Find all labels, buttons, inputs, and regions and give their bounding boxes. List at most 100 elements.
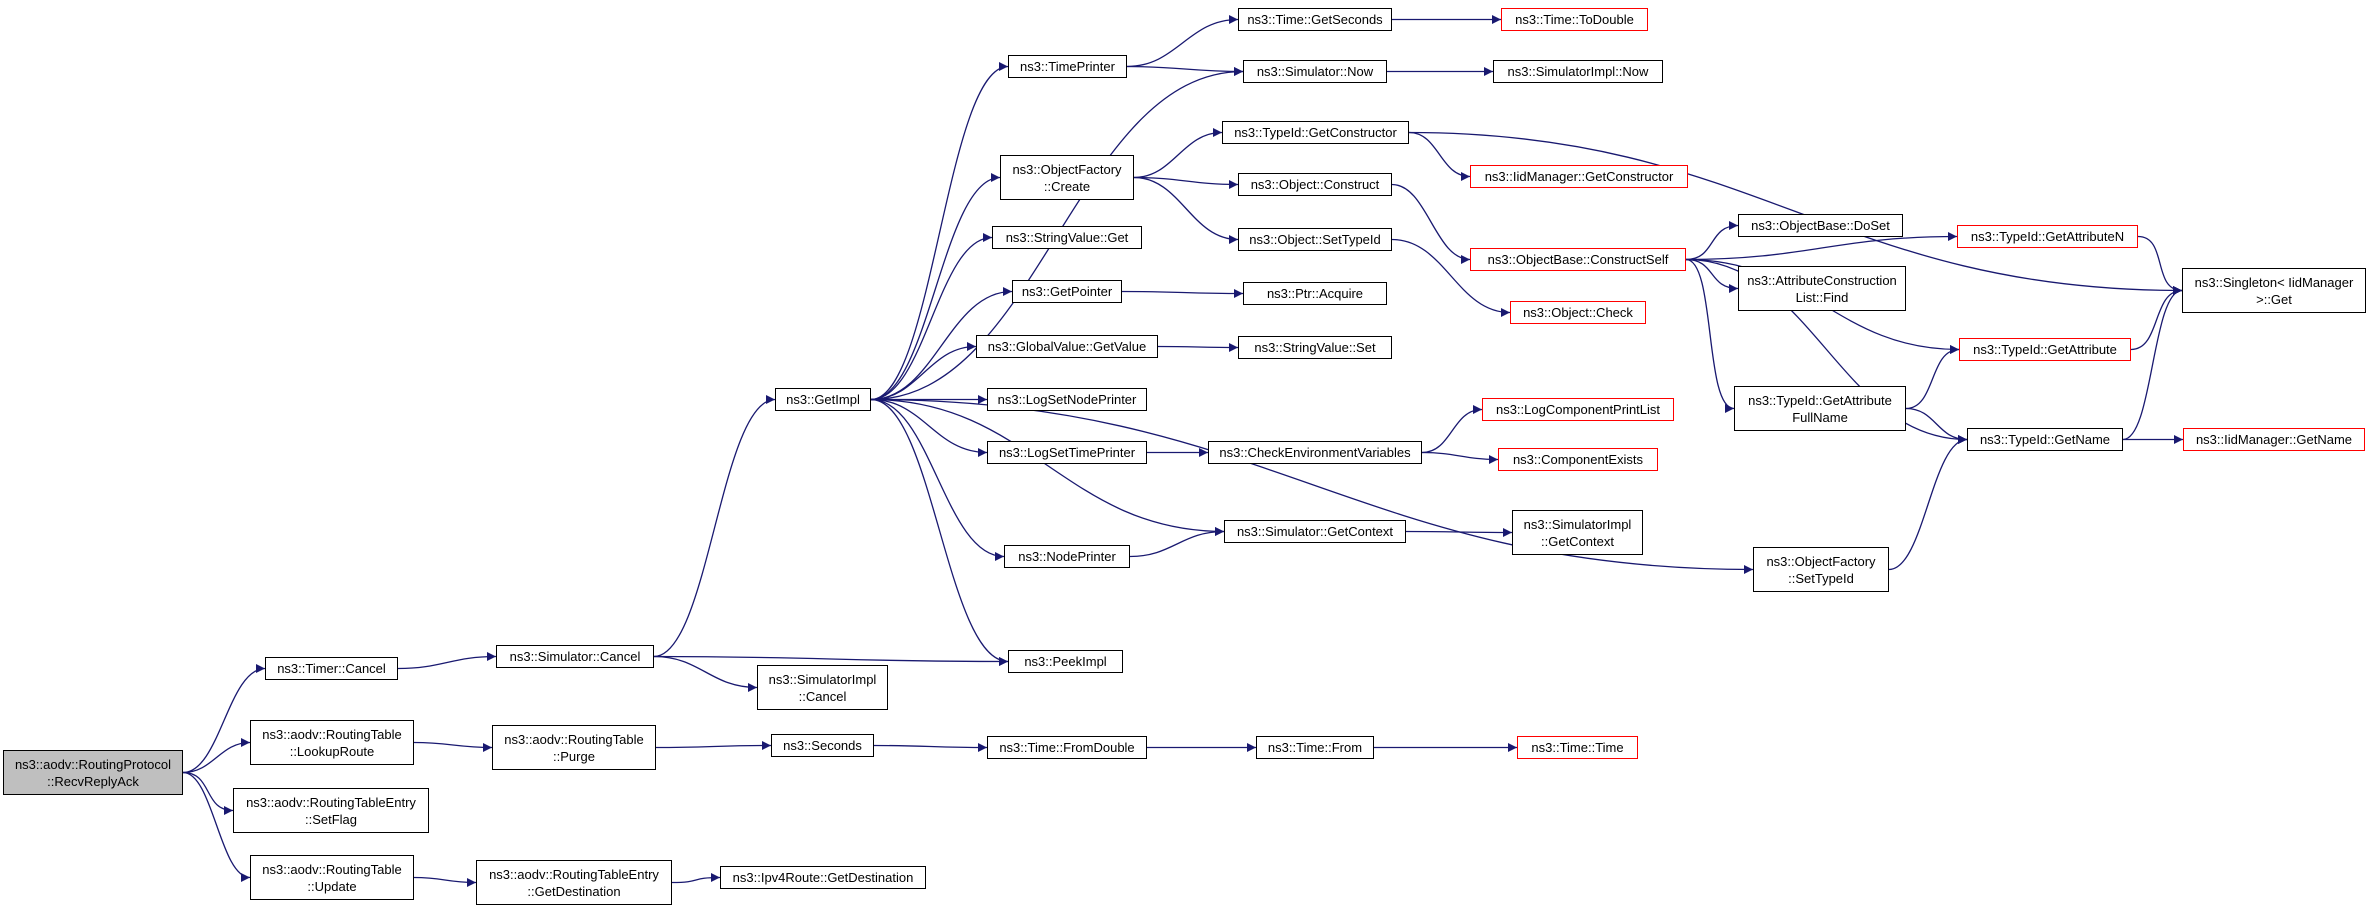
node-setflag[interactable]: ns3::aodv::RoutingTableEntry::SetFlag bbox=[233, 788, 429, 833]
node-peekimpl[interactable]: ns3::PeekImpl bbox=[1008, 650, 1123, 673]
node-object-construct[interactable]: ns3::Object::Construct bbox=[1238, 173, 1392, 196]
node-simimpl-now[interactable]: ns3::SimulatorImpl::Now bbox=[1493, 60, 1663, 83]
node-logcomponentprintlist[interactable]: ns3::LogComponentPrintList bbox=[1482, 398, 1674, 421]
node-label: ns3::Simulator::Now bbox=[1256, 64, 1374, 79]
edge-getimpl-to-peekimpl bbox=[870, 398, 1009, 666]
edge-getimpl-to-stringvalue_get bbox=[870, 233, 993, 401]
node-label: ns3::AttributeConstruction bbox=[1747, 272, 1897, 288]
node-time-time[interactable]: ns3::Time::Time bbox=[1517, 736, 1638, 759]
node-simimpl-getcontext[interactable]: ns3::SimulatorImpl::GetContext bbox=[1512, 510, 1643, 555]
edge-typeid_getattributen-to-singleton_get bbox=[2137, 235, 2183, 295]
node-label: ::SetFlag bbox=[304, 811, 358, 827]
node-label: ::Update bbox=[307, 878, 357, 894]
edge-typeid_getconstructor-to-singleton_get bbox=[1408, 131, 2183, 295]
node-label: ns3::NodePrinter bbox=[1018, 549, 1116, 564]
node-label: ns3::TypeId::GetName bbox=[1979, 432, 2111, 447]
node-label: ns3::aodv::RoutingTable bbox=[262, 861, 402, 877]
edge-root-to-update bbox=[182, 771, 251, 882]
node-label: ns3::GlobalValue::GetValue bbox=[987, 339, 1147, 354]
node-label: ns3::IidManager::GetName bbox=[2195, 432, 2353, 447]
edge-getimpl-to-logsettimeprinter bbox=[870, 398, 988, 457]
node-object-settypeid[interactable]: ns3::Object::SetTypeId bbox=[1238, 228, 1392, 251]
node-ipv4dest[interactable]: ns3::Ipv4Route::GetDestination bbox=[720, 866, 926, 889]
node-update[interactable]: ns3::aodv::RoutingTable::Update bbox=[250, 855, 414, 900]
node-stringvalue-set[interactable]: ns3::StringValue::Set bbox=[1238, 336, 1392, 359]
edge-globalvalue_getvalue-to-stringvalue_set bbox=[1157, 342, 1239, 352]
node-label: ns3::LogSetNodePrinter bbox=[997, 392, 1137, 407]
node-nodeprinter[interactable]: ns3::NodePrinter bbox=[1004, 545, 1130, 568]
node-label: ns3::SimulatorImpl bbox=[768, 671, 877, 687]
node-label: ns3::StringValue::Get bbox=[1005, 230, 1129, 245]
node-seconds[interactable]: ns3::Seconds bbox=[771, 734, 874, 757]
node-simulator-getcontext[interactable]: ns3::Simulator::GetContext bbox=[1224, 520, 1406, 543]
node-logsettimeprinter[interactable]: ns3::LogSetTimePrinter bbox=[987, 441, 1147, 464]
node-label: >::Get bbox=[2256, 291, 2292, 307]
edge-timer_cancel-to-sim_cancel bbox=[397, 652, 497, 670]
edge-getimpl-to-objfactory_create bbox=[870, 173, 1001, 401]
node-getpointer[interactable]: ns3::GetPointer bbox=[1012, 280, 1122, 303]
node-simulator-now[interactable]: ns3::Simulator::Now bbox=[1243, 60, 1387, 83]
edge-objectbase_constructself-to-objectbase_doset bbox=[1685, 221, 1739, 261]
node-label: ::GetDestination bbox=[527, 883, 621, 899]
node-objectbase-constructself[interactable]: ns3::ObjectBase::ConstructSelf bbox=[1470, 248, 1686, 271]
node-label: ns3::Seconds bbox=[783, 738, 862, 753]
edge-sim_cancel-to-getimpl bbox=[653, 395, 776, 658]
node-label: ::RecvReplyAck bbox=[47, 773, 139, 789]
node-ptr-acquire[interactable]: ns3::Ptr::Acquire bbox=[1243, 282, 1387, 305]
node-time-getseconds[interactable]: ns3::Time::GetSeconds bbox=[1238, 8, 1392, 31]
node-objfactory-create[interactable]: ns3::ObjectFactory::Create bbox=[1000, 155, 1134, 200]
node-objfactory-settypeid[interactable]: ns3::ObjectFactory::SetTypeId bbox=[1753, 547, 1889, 592]
node-iidmanager-getname[interactable]: ns3::IidManager::GetName bbox=[2183, 428, 2365, 451]
node-purge[interactable]: ns3::aodv::RoutingTable::Purge bbox=[492, 725, 656, 770]
node-logsetnodeprinter[interactable]: ns3::LogSetNodePrinter bbox=[987, 388, 1147, 411]
node-time-todouble[interactable]: ns3::Time::ToDouble bbox=[1501, 8, 1648, 31]
node-label: ns3::Object::SetTypeId bbox=[1249, 232, 1381, 247]
edge-objectbase_constructself-to-typeid_getname bbox=[1685, 258, 1968, 444]
node-typeid-getconstructor[interactable]: ns3::TypeId::GetConstructor bbox=[1222, 121, 1409, 144]
node-timer-cancel[interactable]: ns3::Timer::Cancel bbox=[265, 657, 398, 680]
node-typeid-getattributen[interactable]: ns3::TypeId::GetAttributeN bbox=[1957, 225, 2138, 248]
node-label: ns3::Time::ToDouble bbox=[1515, 12, 1634, 27]
edge-root-to-timer_cancel bbox=[182, 664, 266, 774]
node-label: ns3::ObjectBase::DoSet bbox=[1751, 218, 1890, 233]
node-objectbase-doset[interactable]: ns3::ObjectBase::DoSet bbox=[1738, 214, 1903, 237]
node-label: ns3::Ptr::Acquire bbox=[1266, 286, 1364, 301]
node-sim-cancel[interactable]: ns3::Simulator::Cancel bbox=[496, 645, 654, 668]
node-checkenv[interactable]: ns3::CheckEnvironmentVariables bbox=[1208, 441, 1422, 464]
node-typeid-getname[interactable]: ns3::TypeId::GetName bbox=[1967, 428, 2123, 451]
node-label: ns3::Time::From bbox=[1267, 740, 1363, 755]
node-object-check[interactable]: ns3::Object::Check bbox=[1510, 301, 1646, 324]
node-time-from[interactable]: ns3::Time::From bbox=[1256, 736, 1374, 759]
edge-root-to-lookup bbox=[182, 738, 251, 774]
node-iidmanager-getconstructor[interactable]: ns3::IidManager::GetConstructor bbox=[1470, 165, 1688, 188]
node-timeprinter[interactable]: ns3::TimePrinter bbox=[1008, 55, 1127, 78]
node-simimpl-cancel[interactable]: ns3::SimulatorImpl::Cancel bbox=[757, 665, 888, 710]
node-time-fromdouble[interactable]: ns3::Time::FromDouble bbox=[987, 736, 1147, 759]
node-label: FullName bbox=[1792, 409, 1848, 425]
node-label: ns3::Singleton< IidManager bbox=[2194, 274, 2354, 290]
node-globalvalue-getvalue[interactable]: ns3::GlobalValue::GetValue bbox=[976, 335, 1158, 358]
node-label: ns3::SimulatorImpl::Now bbox=[1507, 64, 1649, 79]
edge-sim_cancel-to-simimpl_cancel bbox=[653, 655, 758, 692]
node-stringvalue-get[interactable]: ns3::StringValue::Get bbox=[992, 226, 1142, 249]
node-lookup[interactable]: ns3::aodv::RoutingTable::LookupRoute bbox=[250, 720, 414, 765]
edge-typeid_getattributefullname-to-typeid_getattribute bbox=[1905, 345, 1960, 410]
node-label: ns3::aodv::RoutingTable bbox=[504, 731, 644, 747]
node-label: ns3::aodv::RoutingTableEntry bbox=[489, 866, 659, 882]
node-getdest[interactable]: ns3::aodv::RoutingTableEntry::GetDestina… bbox=[476, 860, 672, 905]
node-label: ns3::Object::Check bbox=[1523, 305, 1633, 320]
node-label: ns3::TypeId::GetAttribute bbox=[1973, 342, 2117, 357]
node-typeid-getattribute[interactable]: ns3::TypeId::GetAttribute bbox=[1959, 338, 2131, 361]
node-label: ns3::PeekImpl bbox=[1024, 654, 1107, 669]
node-getimpl[interactable]: ns3::GetImpl bbox=[775, 388, 871, 411]
node-singleton-get[interactable]: ns3::Singleton< IidManager >::Get bbox=[2182, 268, 2366, 313]
node-label: ns3::Simulator::Cancel bbox=[509, 649, 641, 664]
node-componentexists[interactable]: ns3::ComponentExists bbox=[1498, 448, 1658, 471]
node-label: ns3::StringValue::Set bbox=[1254, 340, 1376, 355]
edge-objfactory_create-to-object_settypeid bbox=[1133, 176, 1239, 244]
node-label: ns3::GetImpl bbox=[786, 392, 860, 407]
edge-objectbase_constructself-to-typeid_getattributen bbox=[1685, 232, 1958, 261]
node-label: ns3::GetPointer bbox=[1021, 284, 1113, 299]
